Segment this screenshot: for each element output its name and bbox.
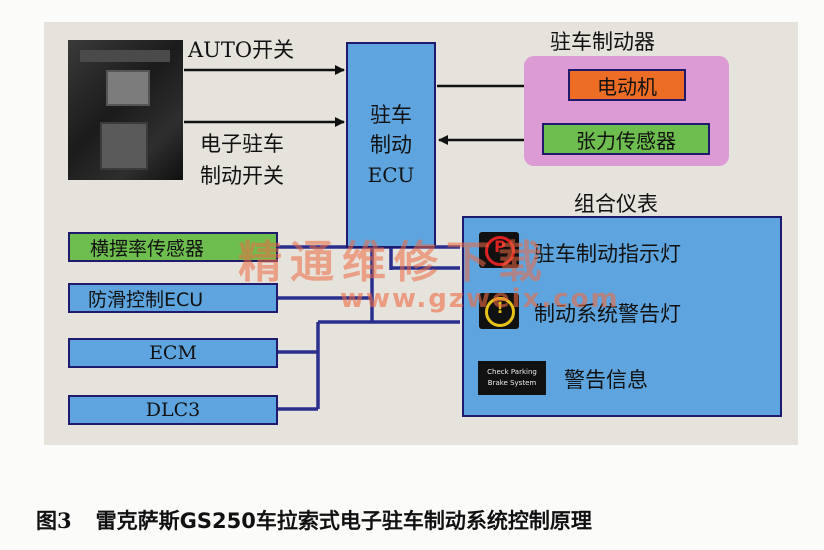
brake-group-title: 驻车制动器 xyxy=(550,30,655,54)
ecm-box: ECM xyxy=(68,338,278,368)
auto-switch-button xyxy=(106,70,150,106)
indicator-ring-icon xyxy=(485,236,515,266)
watermark-url: www.gzweix.com xyxy=(340,284,620,314)
warn-mark: ! xyxy=(496,298,504,317)
warning-ring-icon xyxy=(485,297,515,327)
figure-caption: 图3 雷克萨斯GS250车拉索式电子驻车制动系统控制原理 xyxy=(36,505,592,535)
figure-number: 图3 xyxy=(36,508,72,533)
tension-sensor-box: 张力传感器 xyxy=(542,123,710,155)
epb-switch-label-line2: 制动开关 xyxy=(200,164,284,188)
parking-brake-indicator-icon: P xyxy=(479,232,519,268)
ecu-label-line3: ECU xyxy=(367,163,415,187)
switch-bezel xyxy=(80,50,170,62)
park-light-label: 驻车制动指示灯 xyxy=(534,242,681,266)
epb-switch-button xyxy=(100,122,148,170)
brake-warning-icon: ! xyxy=(479,293,519,329)
auto-switch-label: AUTO开关 xyxy=(188,38,295,62)
motor-box: 电动机 xyxy=(568,69,686,101)
brake-warning-label: 制动系统警告灯 xyxy=(534,302,681,326)
yaw-rate-sensor-box: 横摆率传感器 xyxy=(68,232,278,262)
ecu-label-line1: 驻车 xyxy=(370,103,412,127)
epb-switch-label-line1: 电子驻车 xyxy=(200,132,284,156)
warning-message-label: 警告信息 xyxy=(564,368,648,392)
ecu-label-line2: 制动 xyxy=(370,133,412,157)
cluster-title: 组合仪表 xyxy=(574,192,658,216)
dlc3-box: DLC3 xyxy=(68,395,278,425)
message-icon-line2: Brake System xyxy=(487,379,537,387)
watermark-main: 精通维修下载 xyxy=(238,237,550,288)
warning-message-icon: Check Parking Brake System xyxy=(478,361,546,395)
park-letter: P xyxy=(494,237,506,256)
figure-title: 雷克萨斯GS250车拉索式电子驻车制动系统控制原理 xyxy=(95,509,592,533)
can-bus-lines xyxy=(278,245,460,411)
parking-brake-ecu: 驻车 制动 ECU xyxy=(346,42,436,248)
skid-control-ecu-box: 防滑控制ECU xyxy=(68,283,278,313)
switch-photo xyxy=(68,40,183,180)
message-icon-line1: Check Parking xyxy=(487,368,537,376)
